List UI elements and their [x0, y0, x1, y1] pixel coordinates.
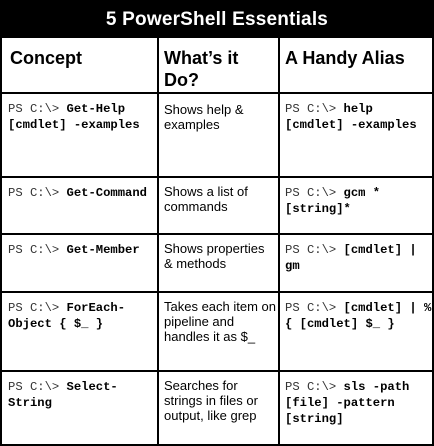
alias-cell: PS C:\> gcm *[string]*	[285, 185, 432, 217]
concept-command: ForEach-Object { $_ }	[8, 301, 126, 331]
prompt-text: PS C:\>	[285, 380, 337, 394]
row-divider	[2, 291, 432, 293]
concept-cell: PS C:\> ForEach-Object { $_ }	[8, 300, 156, 332]
concept-command: Get-Help [cmdlet] -examples	[8, 102, 140, 132]
concept-cell: PS C:\> Get-Help [cmdlet] -examples	[8, 101, 156, 133]
concept-cell: PS C:\> Get-Command	[8, 185, 156, 201]
description-text: Searches for strings in files or output,…	[164, 378, 258, 423]
prompt-text: PS C:\>	[8, 380, 60, 394]
header-concept: Concept	[10, 48, 82, 68]
sheet-title: 5 PowerShell Essentials	[2, 2, 432, 38]
header-what: What’s it Do?	[164, 48, 239, 90]
alias-command: [cmdlet] | % { [cmdlet] $_ }	[285, 301, 432, 331]
alias-cell: PS C:\> [cmdlet] | gm	[285, 242, 432, 274]
column-divider	[157, 38, 159, 446]
prompt-text: PS C:\>	[285, 102, 337, 116]
prompt-text: PS C:\>	[285, 186, 337, 200]
prompt-text: PS C:\>	[285, 301, 337, 315]
description-text: Takes each item on pipeline and handles …	[164, 299, 277, 344]
concept-command: Get-Member	[66, 243, 140, 257]
row-divider	[2, 370, 432, 372]
concept-command: Select-String	[8, 380, 118, 410]
description-text: Shows help & examples	[164, 102, 244, 132]
concept-command: Get-Command	[66, 186, 147, 200]
alias-cell: PS C:\> [cmdlet] | % { [cmdlet] $_ }	[285, 300, 432, 332]
alias-command: [cmdlet] | gm	[285, 243, 417, 273]
prompt-text: PS C:\>	[8, 186, 60, 200]
concept-cell: PS C:\> Select-String	[8, 379, 156, 411]
prompt-text: PS C:\>	[285, 243, 337, 257]
description-text: Shows properties & methods	[164, 241, 265, 271]
row-divider	[2, 233, 432, 235]
column-divider	[278, 38, 280, 446]
prompt-text: PS C:\>	[8, 301, 60, 315]
alias-cell: PS C:\> sls -path [file] -pattern [strin…	[285, 379, 432, 427]
row-divider	[2, 92, 432, 94]
description-text: Shows a list of commands	[164, 184, 248, 214]
concept-cell: PS C:\> Get-Member	[8, 242, 156, 258]
alias-command: sls -path [file] -pattern [string]	[285, 380, 410, 426]
header-alias: A Handy Alias	[285, 48, 405, 68]
row-divider	[2, 176, 432, 178]
prompt-text: PS C:\>	[8, 102, 60, 116]
alias-command: help [cmdlet] -examples	[285, 102, 417, 132]
prompt-text: PS C:\>	[8, 243, 60, 257]
alias-command: gcm *[string]*	[285, 186, 381, 216]
alias-cell: PS C:\> help [cmdlet] -examples	[285, 101, 432, 133]
